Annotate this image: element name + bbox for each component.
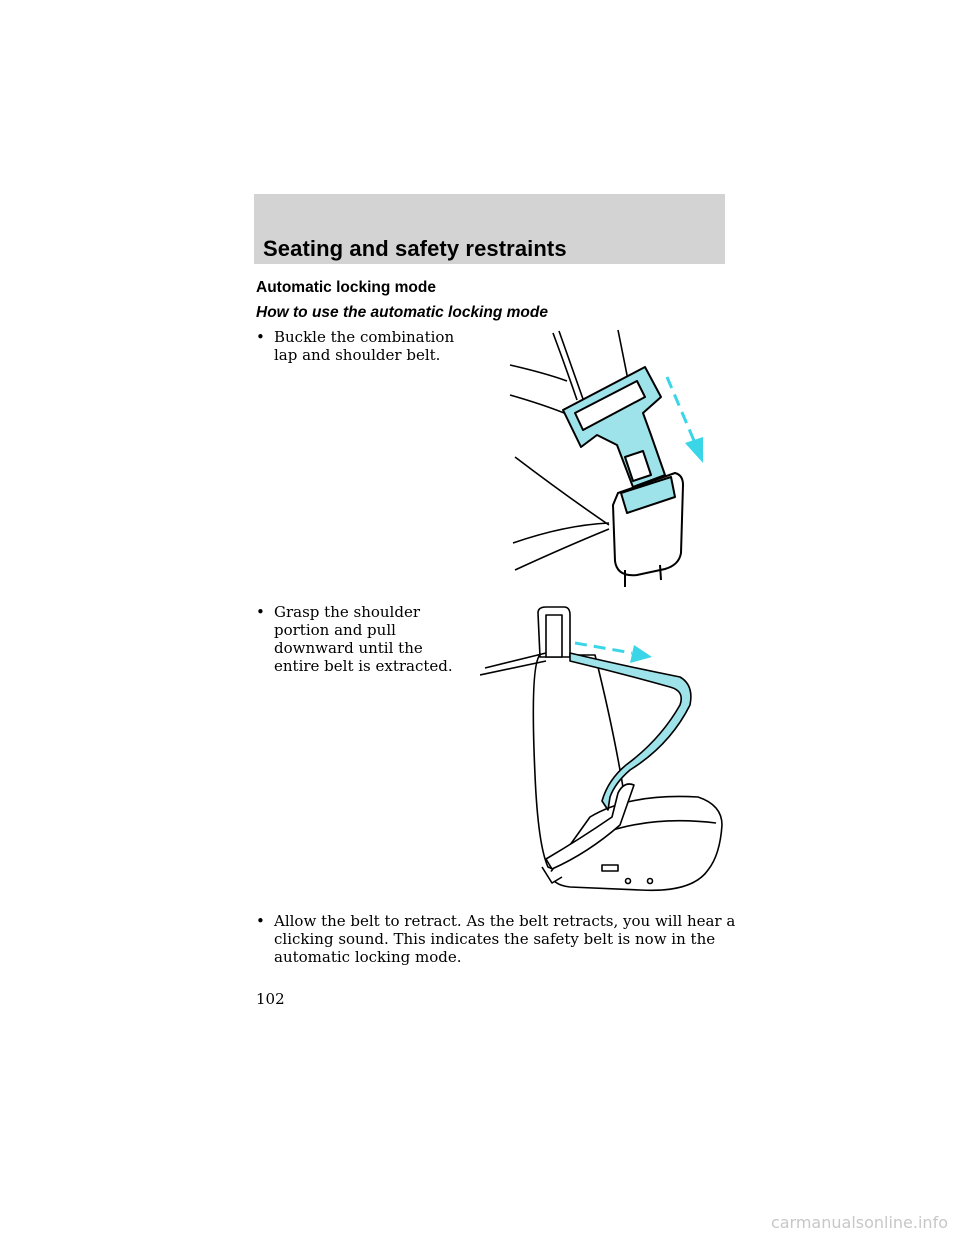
- bullet-marker: •: [256, 603, 265, 621]
- header-band: [254, 194, 725, 264]
- arrow-down-icon: [665, 376, 703, 463]
- bullet-item: • Grasp the shoulder portion and pull do…: [256, 603, 471, 675]
- buckle-housing: [612, 472, 684, 587]
- shoulder-belt: [545, 652, 692, 870]
- latch-plate: [562, 366, 666, 488]
- bullet-marker: •: [256, 912, 265, 930]
- bullet-item: • Allow the belt to retract. As the belt…: [256, 912, 736, 966]
- section-heading: Automatic locking mode: [256, 279, 436, 296]
- buckle-latch-illustration: [509, 329, 703, 587]
- bullet-text: Allow the belt to retract. As the belt r…: [274, 912, 736, 966]
- bullet-item: • Buckle the combination lap and shoulde…: [256, 328, 471, 364]
- arrow-right-icon: [574, 641, 652, 663]
- bullet-marker: •: [256, 328, 265, 346]
- page-number: 102: [256, 990, 285, 1008]
- watermark: carmanualsonline.info: [770, 1213, 948, 1232]
- page-title: Seating and safety restraints: [263, 236, 567, 261]
- bullet-text: Grasp the shoulder portion and pull down…: [274, 603, 453, 675]
- section-subheading: How to use the automatic locking mode: [256, 304, 548, 321]
- bullet-text: Buckle the combination lap and shoulder …: [274, 328, 455, 364]
- seat-belt-pull-illustration: [480, 606, 723, 892]
